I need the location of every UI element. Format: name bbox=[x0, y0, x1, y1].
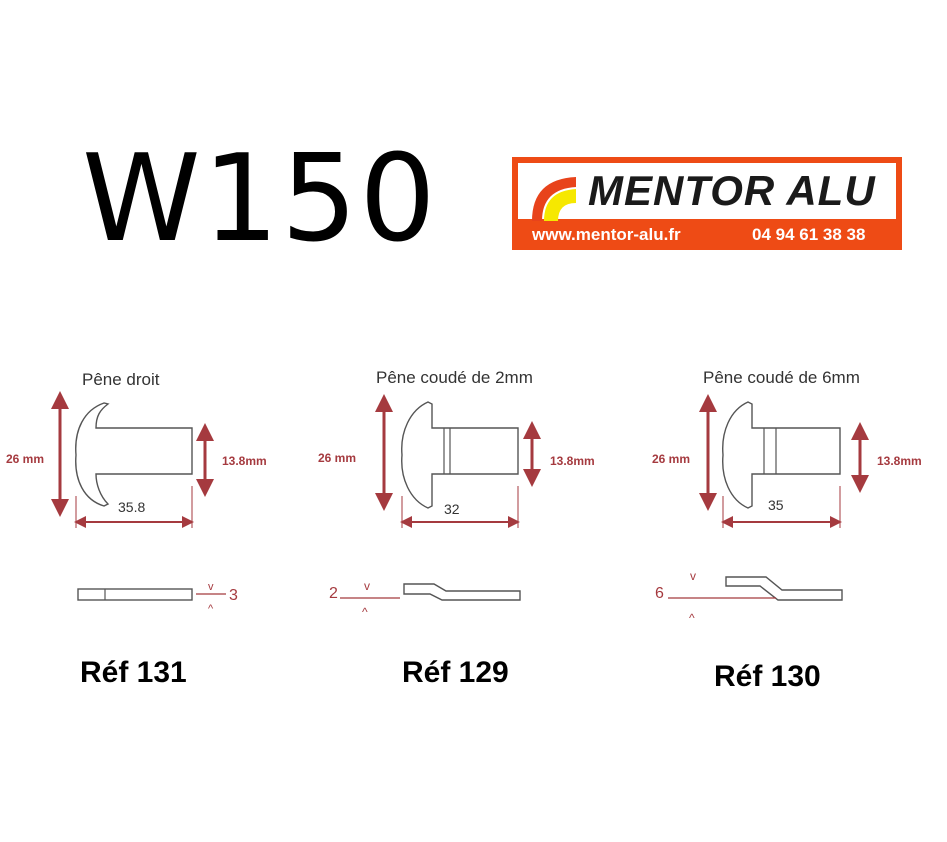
offset-mark: v bbox=[690, 569, 696, 583]
model-title: W150 bbox=[82, 130, 438, 269]
item-caption: Pêne coudé de 2mm bbox=[376, 368, 533, 387]
bolt-outline bbox=[401, 401, 519, 509]
height-label: 26 mm bbox=[6, 452, 44, 466]
ref-129: Réf 129 bbox=[402, 656, 509, 689]
logo-banner: MENTOR ALU bbox=[518, 163, 896, 221]
offset-mark: ^ bbox=[208, 603, 214, 615]
brand-logo: MENTOR ALU www.mentor-alu.fr 04 94 61 38… bbox=[512, 157, 902, 250]
diagram-item-2: Pêne coudé de 2mm 26 mm 13.8mm 32 v ^ 2 bbox=[318, 368, 595, 619]
offset-mark: v bbox=[364, 579, 370, 593]
width-label: 13.8mm bbox=[222, 454, 267, 468]
height-label: 26 mm bbox=[652, 452, 690, 466]
logo-url: www.mentor-alu.fr bbox=[532, 225, 681, 244]
offset-mark: v bbox=[208, 581, 214, 593]
offset-mark: ^ bbox=[362, 605, 368, 619]
bolt-outline bbox=[722, 401, 841, 509]
length-label: 35 bbox=[768, 497, 784, 513]
offset-mark: ^ bbox=[689, 611, 695, 625]
logo-phone: 04 94 61 38 38 bbox=[752, 225, 866, 244]
logo-arc-icon bbox=[532, 177, 576, 221]
offset-label: 3 bbox=[229, 587, 238, 604]
length-label: 32 bbox=[444, 501, 460, 517]
length-label: 35.8 bbox=[118, 499, 145, 515]
height-label: 26 mm bbox=[318, 451, 356, 465]
ref-130: Réf 130 bbox=[714, 660, 821, 693]
side-profile bbox=[77, 588, 193, 601]
item-caption: Pêne coudé de 6mm bbox=[703, 368, 860, 387]
item-caption: Pêne droit bbox=[82, 370, 160, 389]
diagram-item-3: Pêne coudé de 6mm 26 mm 13.8mm 35 v ^ 6 bbox=[652, 368, 922, 625]
width-label: 13.8mm bbox=[550, 454, 595, 468]
diagram-item-1: Pêne droit 26 mm 13.8mm 35.8 v ^ 3 bbox=[6, 370, 267, 615]
offset-label: 2 bbox=[329, 585, 338, 602]
ref-131: Réf 131 bbox=[80, 656, 187, 689]
logo-name: MENTOR ALU bbox=[588, 167, 876, 214]
width-label: 13.8mm bbox=[877, 454, 922, 468]
side-profile bbox=[403, 583, 521, 601]
side-profile bbox=[725, 576, 843, 601]
offset-label: 6 bbox=[655, 585, 664, 602]
bolt-outline bbox=[75, 402, 193, 507]
